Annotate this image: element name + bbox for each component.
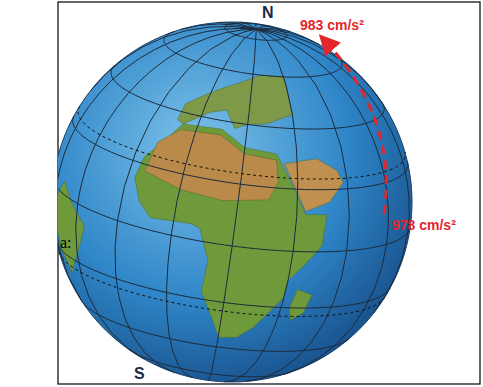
graticule-lines [58,22,410,382]
ocean-sphere [58,22,412,382]
south-pole-label: S [134,366,145,382]
arabia-land [284,159,343,212]
africa-land [135,124,327,337]
tropic-line [78,106,405,179]
madagascar-land [289,289,312,320]
gravity-increase-arrow [326,42,386,214]
gravity-value: 983 cm/s² [300,18,364,32]
tropic-line [59,252,384,316]
north-pole-label: N [262,5,274,21]
caption-fragment: a: [60,235,72,251]
south-america-land [58,181,84,273]
earth-globe [58,22,412,382]
sahara-desert [145,129,279,200]
gravity-value: 978 cm/s² [392,218,456,232]
europe-land [178,75,293,128]
